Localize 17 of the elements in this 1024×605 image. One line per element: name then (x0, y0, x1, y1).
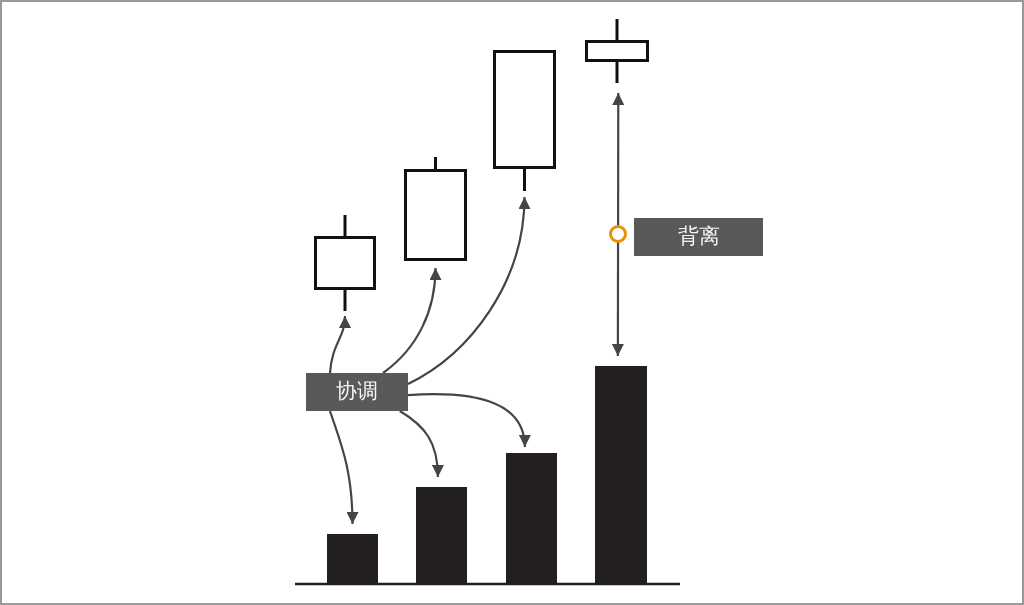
arrow (399, 410, 444, 478)
arrow (407, 196, 530, 385)
candlestick (314, 215, 376, 311)
volume-bar (416, 487, 467, 583)
volume-bar (327, 534, 378, 583)
candlestick (493, 50, 556, 191)
arrow (407, 393, 530, 448)
volume-bar (506, 453, 557, 583)
double-arrow (611, 93, 625, 356)
callout-label: 协调 (306, 373, 408, 411)
candlestick (585, 19, 649, 83)
candlestick (404, 157, 467, 261)
arrow (382, 267, 442, 374)
volume-bar (595, 366, 647, 583)
edge-label: 背离 (634, 218, 763, 256)
arrow (328, 315, 351, 374)
arrow (328, 410, 359, 525)
